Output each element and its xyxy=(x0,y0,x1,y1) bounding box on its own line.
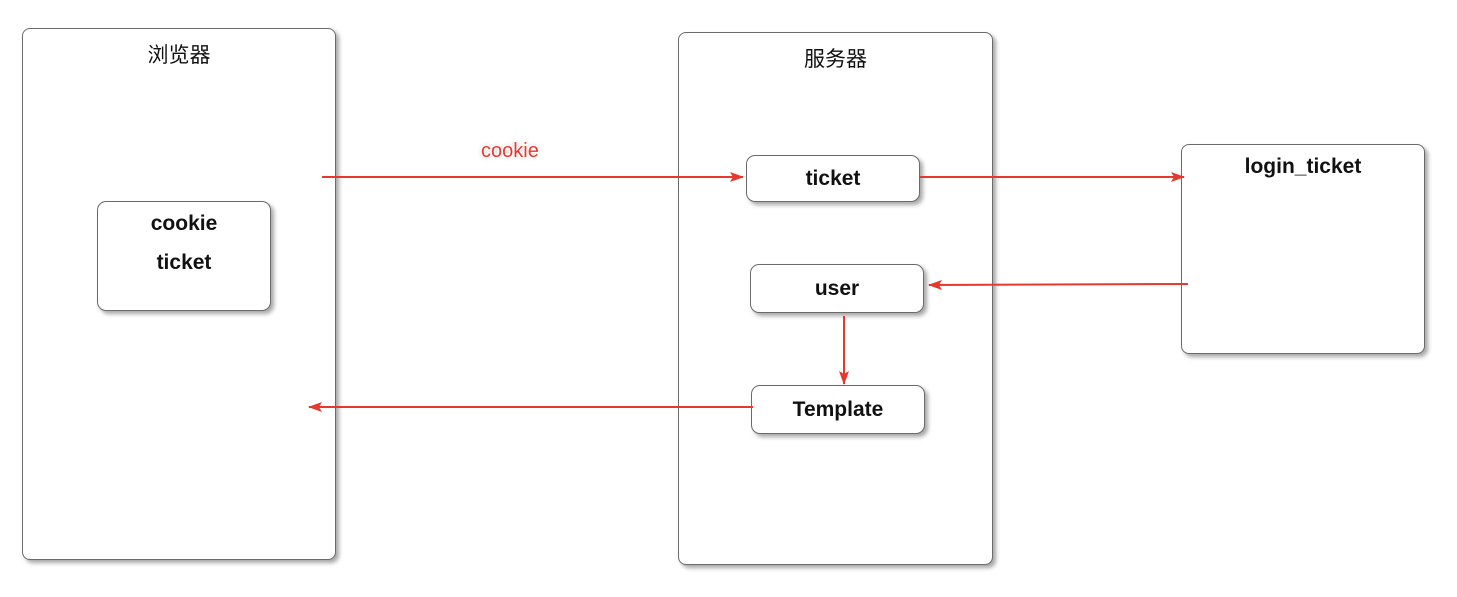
browser-cookie-node: cookie ticket xyxy=(97,201,271,311)
server-user-node: user xyxy=(750,264,924,313)
browser-title: 浏览器 xyxy=(147,43,211,67)
server-ticket-node: ticket xyxy=(746,155,920,202)
server-title: 服务器 xyxy=(804,47,867,71)
browser-ticket-label: ticket xyxy=(156,251,212,274)
login-ticket-title: login_ticket xyxy=(1244,155,1362,178)
server-template-node: Template xyxy=(751,385,925,434)
edge-label-cookie: cookie xyxy=(481,140,539,162)
login-ticket-panel: login_ticket xyxy=(1181,144,1425,354)
browser-cookie-label: cookie xyxy=(150,212,218,235)
